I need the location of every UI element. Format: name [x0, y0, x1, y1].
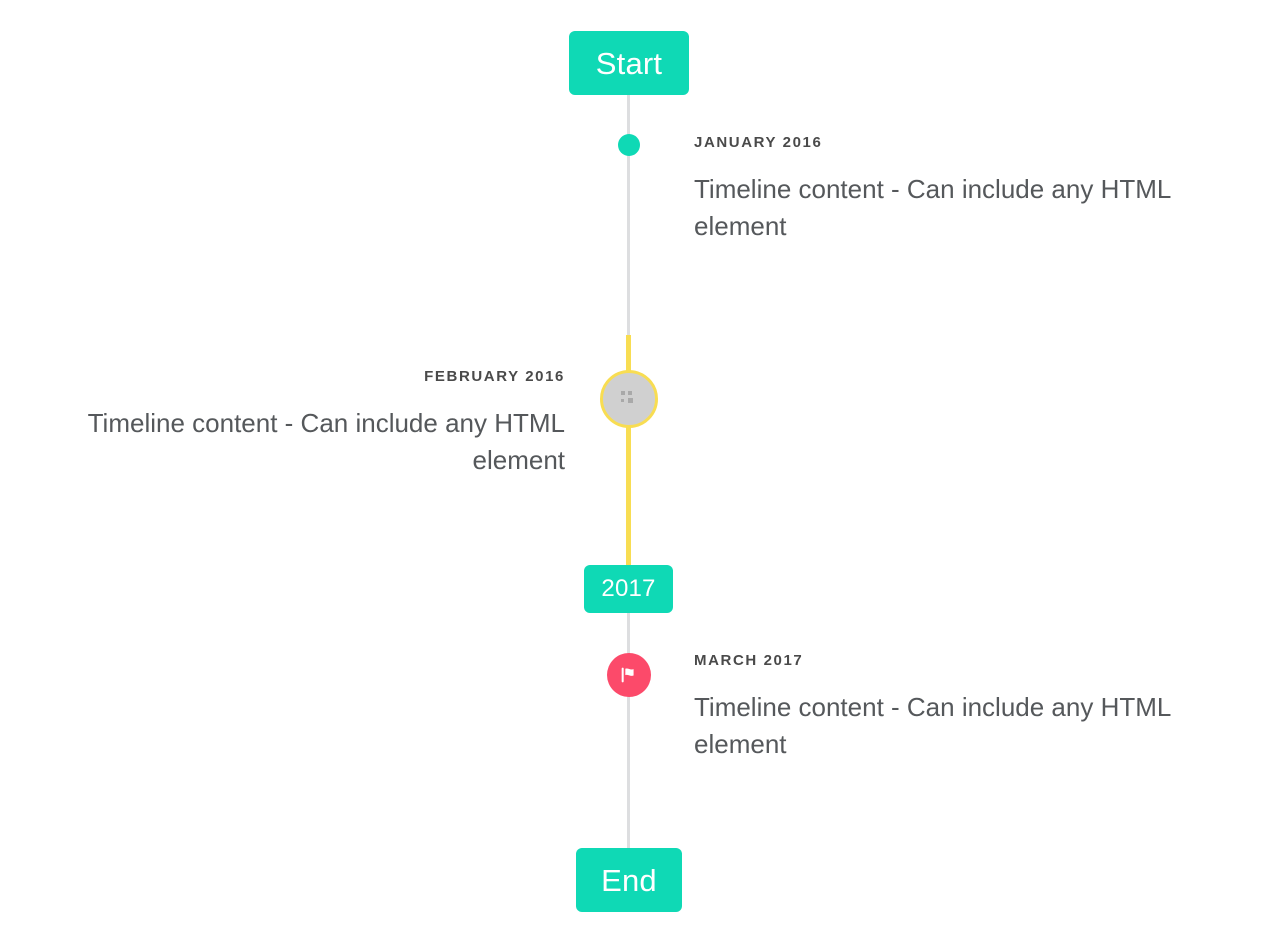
timeline-end-badge[interactable]: End: [576, 848, 682, 912]
event-date-march: March 2017: [694, 652, 804, 669]
timeline-line-segment-bottom: [627, 610, 630, 855]
broken-image-icon: [621, 391, 633, 403]
event-date-february: February 2016: [424, 368, 565, 385]
timeline-line-segment-top: [627, 90, 630, 335]
flag-icon: [621, 667, 634, 683]
event-date-january: January 2016: [694, 134, 823, 151]
timeline-line-segment-highlight: [626, 335, 631, 567]
event-body-february: Timeline content - Can include any HTML …: [87, 408, 565, 475]
timeline-start-badge[interactable]: Start: [569, 31, 689, 95]
timeline-marker-february[interactable]: [600, 370, 658, 428]
timeline-marker-march[interactable]: [607, 653, 651, 697]
timeline-event-january: January 2016 Timeline content - Can incl…: [694, 134, 1219, 245]
event-body-january: Timeline content - Can include any HTML …: [694, 174, 1171, 241]
timeline-marker-january[interactable]: [618, 134, 640, 156]
timeline-event-march: March 2017 Timeline content - Can includ…: [694, 652, 1219, 763]
event-body-march: Timeline content - Can include any HTML …: [694, 692, 1171, 759]
timeline-year-badge-2017[interactable]: 2017: [584, 565, 673, 613]
timeline-event-february: February 2016 Timeline content - Can inc…: [40, 368, 565, 479]
